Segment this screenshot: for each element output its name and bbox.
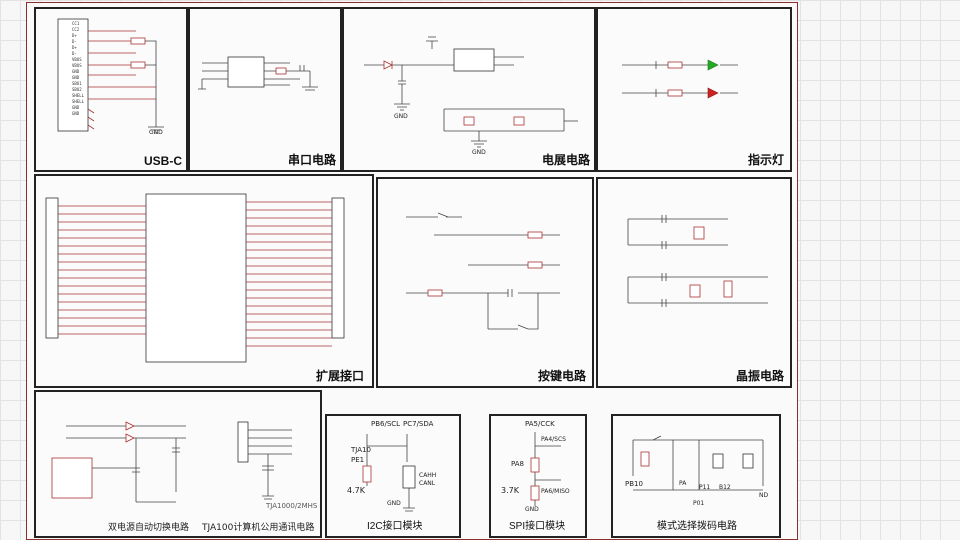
can-area[interactable]: TJA1000/2MHS TJA100计算机公用通讯电路	[198, 416, 318, 534]
uart-chip	[227, 56, 265, 88]
mcu-chip	[145, 193, 247, 363]
i2c-title: I2C接口模块	[367, 521, 423, 532]
battery-holder	[51, 457, 93, 499]
green-led	[707, 59, 719, 71]
red-led	[707, 87, 719, 99]
spi-sck: PA5/CCK	[525, 420, 555, 428]
regulator-chip	[453, 48, 495, 72]
spi-pa: PA8	[511, 460, 525, 468]
power-schematic	[364, 36, 578, 148]
panel-led[interactable]: 指示灯	[596, 7, 792, 172]
panel-uart[interactable]: 串口电路	[188, 7, 342, 172]
power-title: 电展电路	[541, 153, 590, 167]
spi-miso: PA6/MISO	[541, 488, 570, 495]
dip-switch-1	[712, 453, 724, 469]
mode-nd: ND	[759, 492, 769, 499]
dualpower-title: 双电源自动切换电路	[108, 523, 190, 533]
usbc-schematic	[57, 18, 164, 134]
crystal-title: 晶振电路	[735, 369, 784, 383]
crystal-schematic	[627, 215, 768, 307]
spi-title: SPI接口模块	[509, 521, 566, 532]
i2c-cahh: CAHH	[419, 472, 437, 479]
usbc-wires	[87, 30, 164, 134]
panel-expand[interactable]: 扩展接口	[34, 174, 374, 388]
can-schematic	[237, 421, 292, 500]
mode-b12: B12	[719, 484, 731, 491]
mode-pb10: PB10	[625, 480, 643, 488]
mode-p11: P11	[699, 484, 711, 491]
mode-schematic	[632, 435, 764, 491]
panel-crystal[interactable]: 晶振电路	[596, 177, 792, 388]
dualpower-schematic	[51, 421, 186, 503]
spi-nss: PA4/SCS	[541, 436, 566, 443]
led-title: 指示灯	[747, 153, 784, 167]
keys-title: 按键电路	[537, 369, 586, 383]
i2c-pull: 4.7K	[347, 486, 365, 495]
panel-power[interactable]: GND GND 电展电路	[342, 7, 596, 172]
mode-title: 模式选择拨码电路	[657, 521, 737, 532]
power-gnd2: GND	[472, 149, 486, 156]
power-gnd1: GND	[394, 113, 408, 120]
panel-dualpower[interactable]: 双电源自动切换电路	[34, 390, 322, 538]
can-title: TJA100计算机公用通讯电路	[202, 523, 315, 533]
mode-pa: PA	[679, 480, 687, 487]
header-right	[331, 197, 345, 339]
panel-spi[interactable]: PA5/CCK PA4/SCS PA8 PA6/MISO 3.7K GND SP…	[489, 414, 587, 538]
i2c-cap	[402, 465, 416, 489]
i2c-scl: PB6/SCL	[371, 420, 401, 428]
uart-title: 串口电路	[287, 153, 336, 167]
spi-res: 3.7K	[501, 486, 519, 495]
can-title2: TJA1000/2MHS	[266, 502, 318, 510]
i2c-canl: CANL	[419, 480, 436, 487]
i2c-gnd: GND	[387, 500, 401, 507]
i2c-pe: PE1	[351, 456, 365, 464]
panel-keys[interactable]: 按键电路	[376, 177, 594, 388]
usbc-gnd-label: GND	[149, 129, 163, 136]
i2c-tja: TJA10	[351, 446, 371, 454]
i2c-schematic	[362, 434, 416, 512]
mode-p01: P01	[693, 500, 705, 507]
crystal-1	[693, 226, 705, 240]
uart-schematic	[198, 56, 318, 91]
expand-schematic	[45, 193, 345, 363]
led-schematic	[622, 59, 738, 99]
keys-schematic	[406, 212, 560, 330]
panel-i2c[interactable]: PB6/SCL PC7/SDA TJA10 PE1 4.7K CAHH CANL…	[325, 414, 461, 538]
usbc-title: USB-C	[144, 154, 182, 168]
dip-switch-2	[742, 453, 754, 469]
spi-schematic	[530, 432, 561, 506]
can-connector	[237, 421, 249, 463]
expand-title: 扩展接口	[315, 369, 364, 383]
usbc-connector	[57, 18, 89, 132]
crystal-2	[689, 284, 701, 298]
panel-mode[interactable]: PB10 PA P11 B12 P01 ND 模式选择拨码电路	[611, 414, 781, 538]
header-left	[45, 197, 59, 339]
spi-gnd: GND	[525, 506, 539, 513]
i2c-sda: PC7/SDA	[403, 420, 434, 428]
